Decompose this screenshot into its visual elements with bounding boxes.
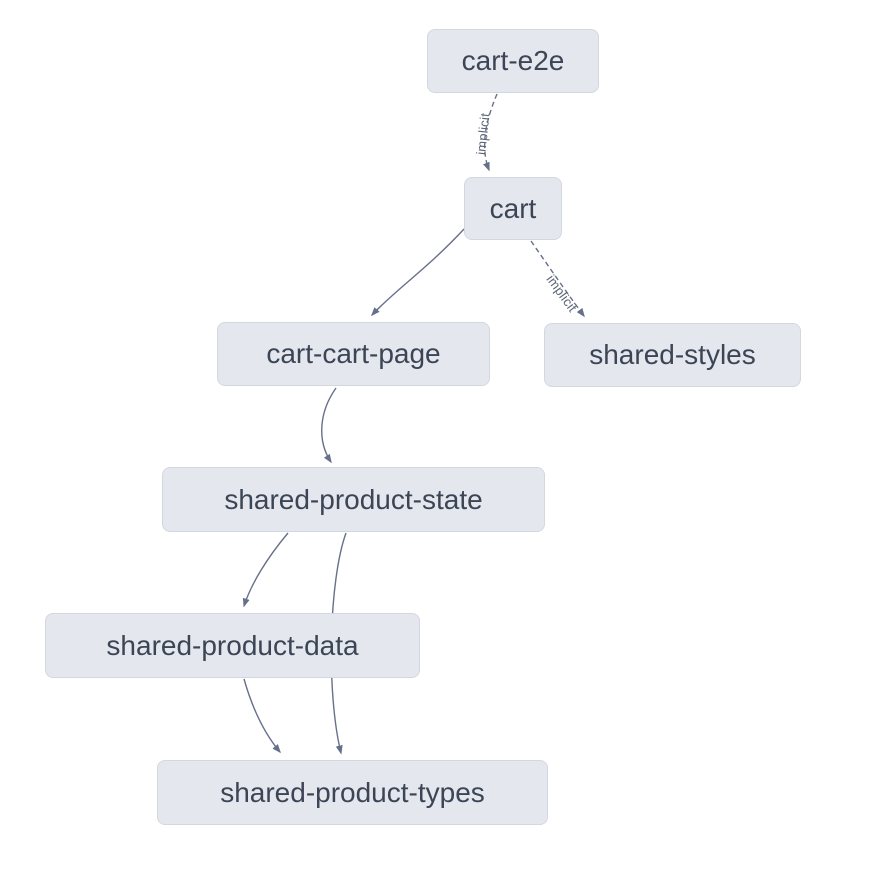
edge-cart-e2e-to-cart — [483, 93, 498, 172]
node-label: cart-e2e — [461, 45, 565, 76]
edge-cart-cart-page-to-shared-product-state — [321, 387, 337, 464]
graph-node-shared-product-types[interactable]: shared-product-types — [157, 760, 548, 825]
node-label: cart — [489, 192, 537, 224]
node-label: shared-styles — [589, 339, 756, 370]
node-label: cart-cart-page — [266, 338, 441, 369]
graph-node-shared-product-data[interactable]: shared-product-data — [45, 613, 420, 678]
node-label: shared-product-data — [106, 629, 359, 661]
edge-label-implicit-cart-shared-styles: implicit — [543, 272, 580, 315]
graph-node-cart-e2e[interactable]: cart-e2e — [427, 29, 599, 93]
node-label: shared-product-types — [220, 776, 485, 808]
graph-node-shared-styles[interactable]: shared-styles — [544, 323, 801, 387]
edge-cart-to-cart-cart-page — [370, 228, 465, 317]
edge-shared-product-data-to-shared-product-types — [243, 678, 281, 754]
edge-shared-product-state-to-shared-product-data — [242, 532, 289, 608]
graph-node-cart-cart-page[interactable]: cart-cart-page — [217, 322, 490, 386]
edge-label-implicit-cart-e2e-cart: implicit — [473, 112, 492, 156]
graph-node-shared-product-state[interactable]: shared-product-state — [162, 467, 545, 532]
graph-node-cart[interactable]: cart — [464, 177, 562, 240]
node-label: shared-product-state — [224, 483, 483, 515]
edge-cart-to-shared-styles — [530, 240, 585, 318]
